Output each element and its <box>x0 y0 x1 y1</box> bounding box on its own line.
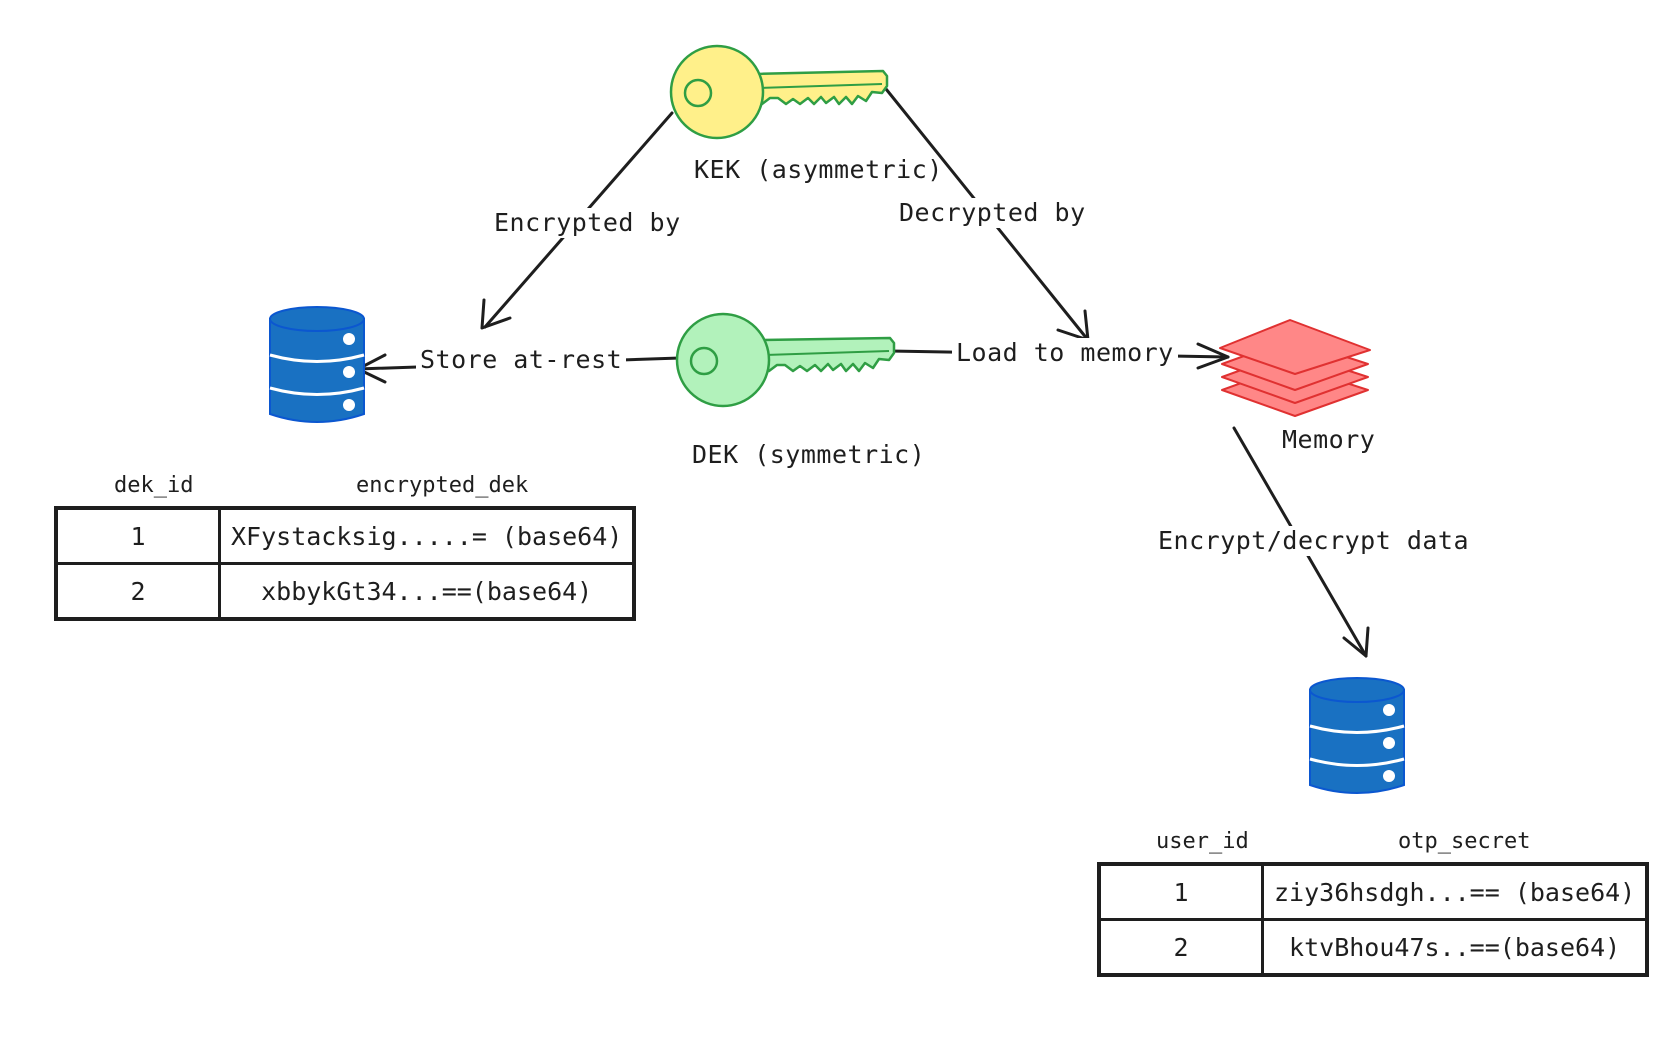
edge-encrypted-by-arrowhead <box>480 298 512 330</box>
kek-label: KEK (asymmetric) <box>694 155 943 184</box>
edge-encrypt-decrypt-arrowhead <box>1342 626 1370 658</box>
kek-key-groove <box>757 83 883 89</box>
kek-key-icon <box>669 44 889 140</box>
user-table: 1 ziy36hsdgh...== (base64) 2 ktvBhou47s.… <box>1097 862 1650 977</box>
dek-key-groove <box>764 350 890 356</box>
dek-key-hole <box>689 346 719 376</box>
table-row: 1 ziy36hsdgh...== (base64) <box>1097 862 1649 921</box>
dek-table-header-value: encrypted_dek <box>356 473 529 498</box>
otp-secret-cell: ziy36hsdgh...== (base64) <box>1261 862 1649 921</box>
encrypted-dek-cell: xbbykGt34...==(base64) <box>218 562 636 621</box>
memory-layer-top <box>1219 319 1371 375</box>
dek-id-cell: 1 <box>54 506 221 565</box>
edge-encrypt-decrypt-label: Encrypt/decrypt data <box>1154 526 1474 556</box>
database-icon-user-store <box>1309 677 1405 794</box>
dek-id-cell: 2 <box>54 562 221 621</box>
memory-stack-icon <box>1219 319 1371 417</box>
otp-secret-cell: ktvBhou47s..==(base64) <box>1261 918 1649 977</box>
dek-key-bow <box>675 312 771 408</box>
user-id-cell: 1 <box>1097 862 1264 921</box>
encrypted-dek-cell: XFystacksig.....= (base64) <box>218 506 636 565</box>
dek-key-icon <box>675 312 896 408</box>
table-row: 1 XFystacksig.....= (base64) <box>54 506 636 565</box>
kek-key-shaft <box>751 69 889 106</box>
dek-table: 1 XFystacksig.....= (base64) 2 xbbykGt34… <box>54 506 637 621</box>
edge-encrypted-by-label: Encrypted by <box>490 208 685 238</box>
edge-store-label: Store at-rest <box>416 345 627 375</box>
kek-key-hole <box>683 78 713 108</box>
user-table-header-id: user_id <box>1156 829 1249 854</box>
user-id-cell: 2 <box>1097 918 1264 977</box>
table-row: 2 xbbykGt34...==(base64) <box>54 562 636 621</box>
table-row: 2 ktvBhou47s..==(base64) <box>1097 918 1649 977</box>
memory-label: Memory <box>1282 425 1376 454</box>
user-table-header-value: otp_secret <box>1398 829 1531 854</box>
edge-load-arrowhead <box>1196 342 1230 370</box>
kek-key-bow <box>669 44 765 140</box>
database-icon-dek-store <box>269 306 365 423</box>
dek-label: DEK (symmetric) <box>692 440 926 469</box>
edge-load-label: Load to memory <box>952 338 1178 368</box>
dek-table-header-id: dek_id <box>114 473 194 498</box>
edge-decrypted-by-label: Decrypted by <box>895 198 1090 228</box>
dek-key-shaft <box>758 336 896 373</box>
